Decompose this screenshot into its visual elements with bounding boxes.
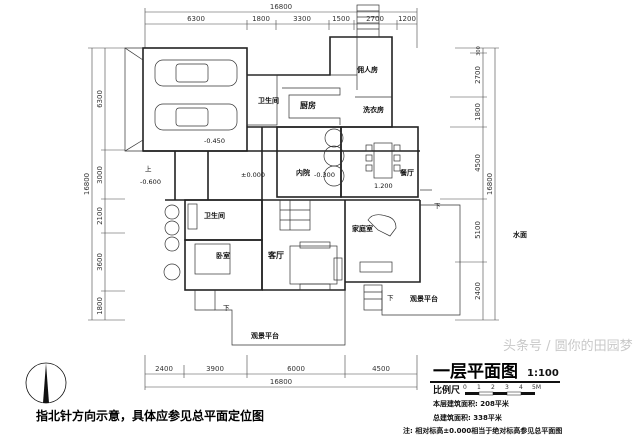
floor-area: 本层建筑面积: 208平米 (432, 399, 510, 408)
room-kitchen: 厨房 (300, 100, 316, 110)
dim-right: 300 (476, 46, 482, 56)
watermark: 头条号 / 圆你的田园梦 (503, 338, 633, 354)
dim-bottom: 4500 (372, 365, 390, 373)
dim-top: 1500 (332, 15, 350, 23)
scale-bar-label: 比例尺 (433, 384, 460, 396)
room-terrace-bottom: 观景平台 (251, 331, 279, 340)
plan-title: 一层平面图 (433, 362, 518, 382)
stair-up: 上 (145, 164, 152, 173)
dim-left: 1800 (96, 297, 104, 315)
dim-left: 2100 (96, 207, 104, 225)
dim-bottom: 3900 (206, 365, 224, 373)
scale-tick: 3 (505, 384, 509, 391)
scale-tick: 2 (491, 384, 495, 391)
water-area: 水面 (513, 230, 527, 239)
level-marks: -0.450 -0.600 ±0.000 -0.300 1.200 上 下 下 … (140, 137, 441, 312)
plan-scale: 1:100 (527, 368, 559, 379)
level-garage: -0.450 (204, 137, 225, 145)
room-bedroom: 卧室 (216, 251, 230, 260)
room-courtyard: 内院 (296, 168, 310, 177)
dim-left: 6300 (96, 90, 104, 108)
dim-right-total: 16800 (486, 173, 494, 195)
room-wc-upper: 卫生间 (258, 96, 279, 105)
scale-tick: 5M (532, 384, 541, 391)
furniture (187, 142, 401, 291)
dim-bottom-total: 16800 (270, 378, 292, 386)
level-courtyard: -0.300 (314, 171, 335, 179)
dim-right: 4500 (474, 154, 482, 172)
room-servant: 佣人房 (356, 65, 378, 74)
scale-tick: 0 (463, 384, 467, 391)
level-hall: ±0.000 (241, 171, 265, 179)
room-wc-lower: 卫生间 (204, 211, 225, 220)
total-area: 总建筑面积: 338平米 (433, 413, 503, 422)
level-dining: 1.200 (374, 182, 393, 190)
scale-tick: 4 (519, 384, 523, 391)
dim-left: 3000 (96, 166, 104, 184)
piano-icon (367, 214, 397, 237)
room-labels: 卫生间 厨房 佣人房 洗衣房 内院 餐厅 卫生间 卧室 客厅 家庭室 观景平台 … (204, 65, 527, 340)
top-dimensions: 16800 6300 1800 3300 1500 2700 1200 (144, 3, 418, 48)
stair-down: 下 (223, 304, 230, 312)
dim-right: 2400 (474, 282, 482, 300)
stair-down: 下 (434, 202, 441, 210)
car-icons (154, 59, 238, 131)
dim-bottom: 6000 (287, 365, 305, 373)
walls (124, 4, 461, 346)
right-dimensions: 16800 300 2700 1800 4500 5100 2400 (440, 46, 499, 321)
tree-icons (163, 128, 345, 281)
left-dimensions: 16800 6300 3000 2100 3600 1800 (83, 47, 125, 321)
dim-top: 3300 (293, 15, 311, 23)
dim-top: 1200 (398, 15, 416, 23)
room-dining: 餐厅 (399, 168, 414, 177)
dim-left: 3600 (96, 253, 104, 271)
dim-top: 6300 (187, 15, 205, 23)
dim-right: 2700 (474, 66, 482, 84)
dim-top: 1800 (252, 15, 270, 23)
stair-down: 下 (387, 294, 394, 302)
room-family: 家庭室 (352, 224, 373, 233)
car-icon (154, 103, 238, 131)
car-icon (154, 59, 238, 87)
elevation-note: 注: 相对标高±0.000相当于绝对标高参见总平面图 (403, 426, 562, 435)
room-terrace-right: 观景平台 (410, 294, 438, 303)
bottom-dimensions: 2400 3900 6000 4500 16800 (144, 355, 418, 390)
dim-bottom: 2400 (155, 365, 173, 373)
level-entry: -0.600 (140, 178, 161, 186)
dim-left-total: 16800 (83, 173, 91, 195)
room-living: 客厅 (267, 250, 284, 260)
dim-top: 2700 (366, 15, 384, 23)
room-laundry: 洗衣房 (363, 105, 384, 114)
dim-top-total: 16800 (270, 3, 292, 11)
north-arrow-icon (25, 362, 67, 404)
dim-right: 5100 (474, 221, 482, 239)
compass-note: 指北针方向示意，具体应参见总平面定位图 (36, 408, 264, 423)
dim-right: 1800 (474, 103, 482, 121)
title-block: 一层平面图 1:100 比例尺 0 1 2 3 4 5M 本层建筑面积: 208… (403, 362, 562, 435)
scale-tick: 1 (477, 384, 481, 391)
scale-bar (465, 391, 535, 396)
